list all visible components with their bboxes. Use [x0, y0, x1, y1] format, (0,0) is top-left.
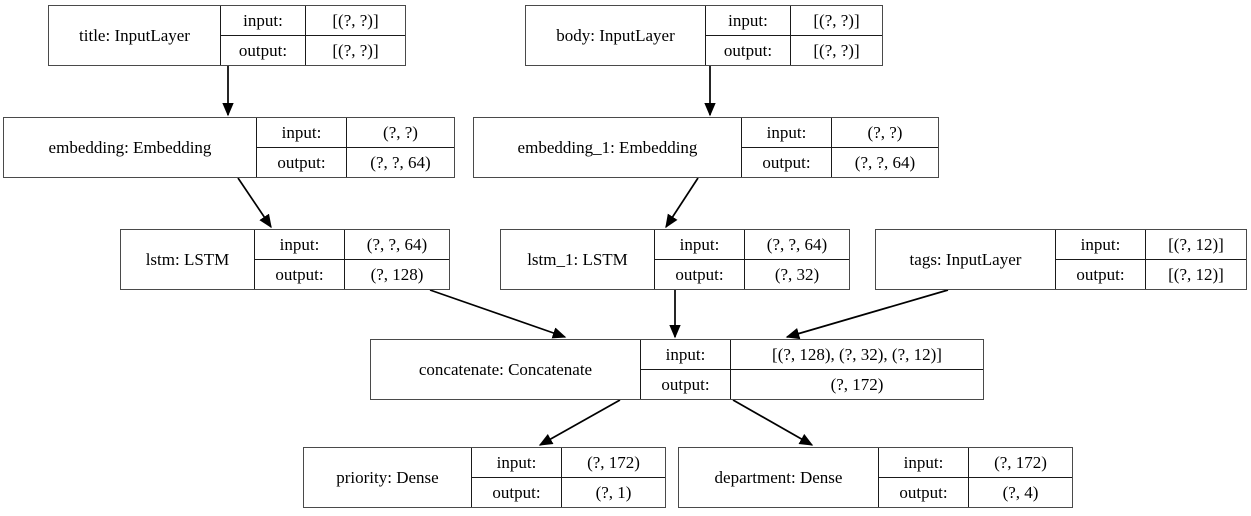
- io-label-output: output:: [257, 148, 347, 177]
- edge-embedding_1-to-lstm_1: [665, 177, 699, 229]
- edge-tags-to-concatenate: [785, 289, 949, 340]
- layer-node-io-table: input: (?, ?) output: (?, ?, 64): [257, 118, 454, 177]
- io-row-input: input: (?, ?, 64): [655, 230, 849, 260]
- edge-concatenate-to-department: [732, 399, 814, 446]
- io-row-output: output: (?, 32): [655, 260, 849, 289]
- layer-node-io-table: input: (?, 172) output: (?, 4): [879, 448, 1072, 507]
- layer-node-io-table: input: (?, ?, 64) output: (?, 128): [255, 230, 449, 289]
- io-row-output: output: (?, 4): [879, 478, 1072, 507]
- io-label-input: input:: [655, 230, 745, 259]
- layer-node-name: concatenate: Concatenate: [371, 340, 641, 399]
- io-row-input: input: [(?, ?)]: [221, 6, 405, 36]
- io-value-output: (?, 32): [774, 264, 820, 284]
- edge-concatenate-to-priority: [538, 399, 621, 446]
- io-row-output: output: (?, 172): [641, 370, 983, 399]
- layer-node-name: embedding_1: Embedding: [474, 118, 742, 177]
- layer-node-io-table: input: [(?, ?)] output: [(?, ?)]: [706, 6, 882, 65]
- layer-node-name: body: InputLayer: [526, 6, 706, 65]
- io-value-output: (?, ?, 64): [370, 152, 431, 172]
- io-value-input: [(?, 128), (?, 32), (?, 12)]: [772, 344, 942, 364]
- io-label-output: output:: [221, 36, 306, 65]
- io-row-output: output: (?, ?, 64): [742, 148, 938, 177]
- io-row-input: input: [(?, 128), (?, 32), (?, 12)]: [641, 340, 983, 370]
- io-label-input: input:: [1056, 230, 1146, 259]
- io-label-input: input:: [255, 230, 345, 259]
- layer-node-io-table: input: (?, ?, 64) output: (?, 32): [655, 230, 849, 289]
- layer-node-name: lstm_1: LSTM: [501, 230, 655, 289]
- io-label-input: input:: [879, 448, 969, 477]
- io-label-output: output:: [641, 370, 731, 399]
- io-value-output: (?, 4): [1002, 482, 1039, 502]
- io-value-output: (?, 128): [370, 264, 424, 284]
- io-row-output: output: [(?, ?)]: [706, 36, 882, 65]
- layer-node-name: title: InputLayer: [49, 6, 221, 65]
- io-row-input: input: (?, ?): [742, 118, 938, 148]
- io-value-output: [(?, ?)]: [813, 40, 860, 60]
- io-value-output: [(?, 12)]: [1168, 264, 1224, 284]
- io-value-input: (?, ?): [383, 122, 418, 142]
- layer-node-name: lstm: LSTM: [121, 230, 255, 289]
- io-value-input: (?, 172): [994, 452, 1047, 472]
- io-row-output: output: (?, 1): [472, 478, 665, 507]
- io-label-output: output:: [742, 148, 832, 177]
- io-label-input: input:: [221, 6, 306, 35]
- io-label-output: output:: [706, 36, 791, 65]
- io-label-input: input:: [641, 340, 731, 369]
- layer-node-io-table: input: (?, ?) output: (?, ?, 64): [742, 118, 938, 177]
- io-value-input: (?, ?, 64): [766, 234, 828, 254]
- io-value-input: (?, 172): [587, 452, 640, 472]
- layer-node-name: priority: Dense: [304, 448, 472, 507]
- io-row-output: output: (?, 128): [255, 260, 449, 289]
- layer-node-name: tags: InputLayer: [876, 230, 1056, 289]
- io-value-input: [(?, ?)]: [332, 10, 379, 30]
- layer-node-io-table: input: (?, 172) output: (?, 1): [472, 448, 665, 507]
- io-row-input: input: (?, 172): [472, 448, 665, 478]
- io-row-output: output: [(?, ?)]: [221, 36, 405, 65]
- io-row-output: output: (?, ?, 64): [257, 148, 454, 177]
- io-label-input: input:: [472, 448, 562, 477]
- io-label-output: output:: [1056, 260, 1146, 289]
- io-label-input: input:: [742, 118, 832, 147]
- io-row-input: input: [(?, 12)]: [1056, 230, 1246, 260]
- io-value-output: [(?, ?)]: [332, 40, 379, 60]
- io-value-output: (?, ?, 64): [854, 152, 916, 172]
- io-label-output: output:: [655, 260, 745, 289]
- io-value-output: (?, 1): [595, 482, 632, 502]
- io-row-input: input: [(?, ?)]: [706, 6, 882, 36]
- io-row-output: output: [(?, 12)]: [1056, 260, 1246, 289]
- io-label-output: output:: [472, 478, 562, 507]
- io-value-output: (?, 172): [830, 374, 884, 394]
- edge-lstm-to-concatenate: [429, 289, 567, 339]
- io-value-input: (?, ?, 64): [366, 234, 428, 254]
- layer-node-io-table: input: [(?, 12)] output: [(?, 12)]: [1056, 230, 1246, 289]
- layer-node-name: embedding: Embedding: [4, 118, 257, 177]
- io-value-input: [(?, 12)]: [1168, 234, 1224, 254]
- io-label-input: input:: [706, 6, 791, 35]
- io-row-input: input: (?, 172): [879, 448, 1072, 478]
- io-label-output: output:: [255, 260, 345, 289]
- io-label-output: output:: [879, 478, 969, 507]
- layer-node-io-table: input: [(?, ?)] output: [(?, ?)]: [221, 6, 405, 65]
- io-row-input: input: (?, ?): [257, 118, 454, 148]
- edge-embedding-to-lstm: [237, 177, 272, 229]
- io-label-input: input:: [257, 118, 347, 147]
- layer-node-io-table: input: [(?, 128), (?, 32), (?, 12)] output…: [641, 340, 983, 399]
- io-value-input: (?, ?): [867, 122, 903, 142]
- io-row-input: input: (?, ?, 64): [255, 230, 449, 260]
- layer-node-name: department: Dense: [679, 448, 879, 507]
- io-value-input: [(?, ?)]: [813, 10, 860, 30]
